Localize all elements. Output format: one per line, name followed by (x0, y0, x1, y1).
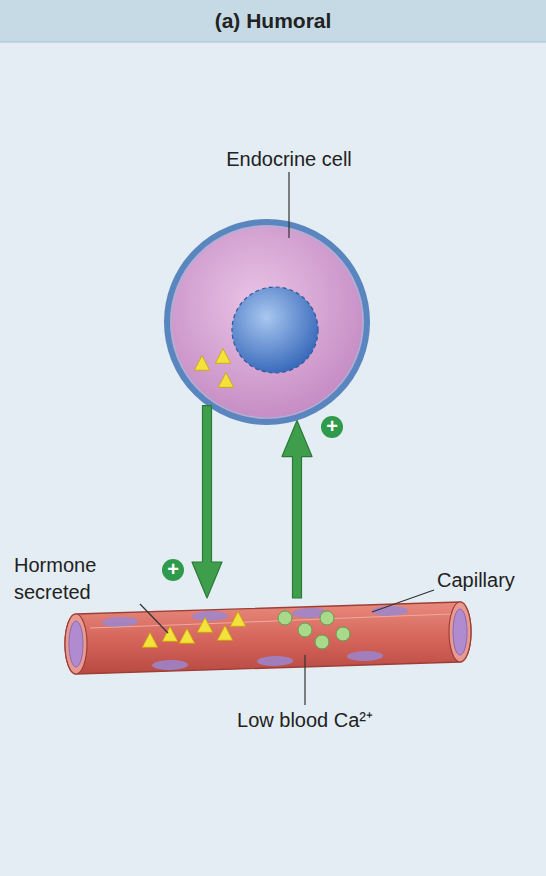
vessel-highlight (90, 614, 452, 628)
calcium-ion (298, 623, 312, 637)
node-label: Endocrine cell (189, 147, 389, 171)
vessel-opening (449, 602, 471, 662)
endothelial-cell (152, 660, 188, 671)
leader-line (304, 655, 305, 705)
vessel-opening (65, 614, 87, 674)
endothelial-cell (372, 606, 408, 617)
capillary-vessel-outline (60, 598, 474, 682)
stimulus-sign: + (321, 416, 343, 438)
membrane-inner (171, 226, 363, 418)
endothelial-cell (347, 651, 383, 662)
title-rule (0, 42, 546, 43)
calcium-ion (315, 635, 329, 649)
hormone-molecule (197, 618, 212, 633)
vessel-lumen (69, 621, 83, 667)
hormone-molecule (215, 349, 230, 364)
stimulus-arrow (282, 421, 312, 598)
hormone-molecule (162, 627, 177, 642)
vessel-lumen (453, 609, 467, 655)
leader-line (372, 590, 434, 612)
leader-line (288, 172, 289, 238)
hormone-molecule (218, 373, 233, 388)
cell-nucleus (232, 287, 318, 373)
hormone-molecule (217, 626, 232, 641)
calcium-ion (320, 611, 334, 625)
leader-line (140, 604, 168, 633)
node-label: Capillary (437, 568, 546, 592)
stimulus-sign: + (162, 559, 184, 581)
calcium-ion (336, 627, 350, 641)
endocrine-cell: Endocrine cell (164, 219, 370, 425)
title-bar (0, 0, 546, 42)
vessel-wall (65, 602, 471, 674)
arrow-shape (192, 406, 222, 598)
stimulus-label: Low blood Ca²⁺ (205, 707, 405, 734)
panel-title: (a) Humoral (0, 9, 546, 33)
stimulus-arrow (192, 406, 222, 598)
endothelial-cell (257, 656, 293, 667)
hormone-molecule (194, 356, 209, 371)
endothelial-cell (192, 611, 228, 622)
calcium-ion (278, 611, 292, 625)
hormone-label: Hormone secreted (14, 552, 132, 606)
hormone-molecule (142, 633, 157, 648)
endocrine-cell-outline (164, 219, 370, 425)
capillary-vessel: Capillary (60, 598, 474, 682)
hormone-molecule (179, 629, 194, 644)
cell-membrane (167, 222, 367, 422)
arrow-shape (282, 421, 312, 598)
hormone-molecule (230, 612, 245, 627)
